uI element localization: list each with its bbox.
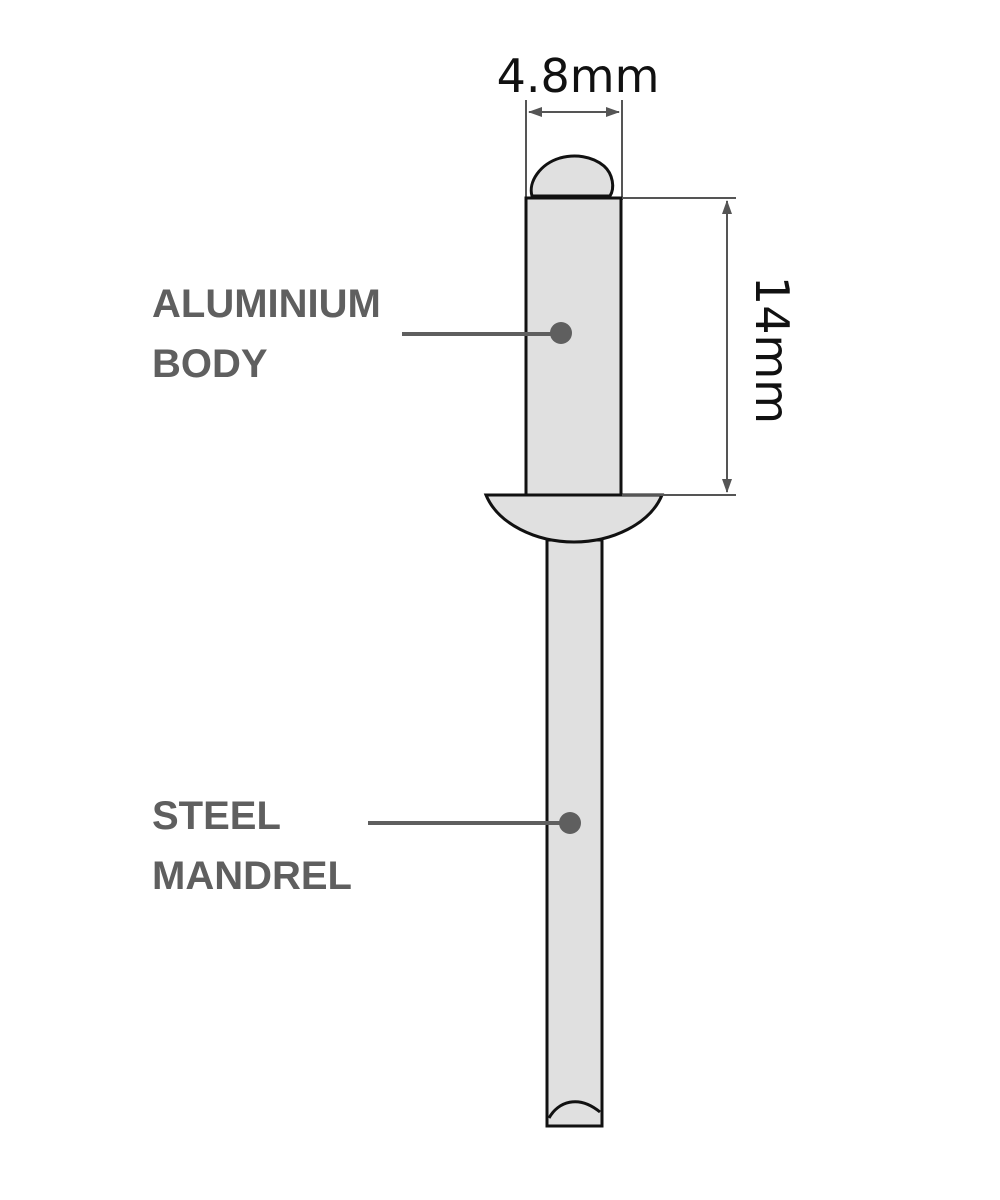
aluminium-body-callout: ALUMINIUM BODY [152, 282, 572, 386]
diameter-dimension: 4.8mm [497, 49, 660, 200]
steel-mandrel-callout: STEEL MANDREL [152, 794, 581, 898]
length-dimension: 14mm [622, 197, 799, 496]
rivet-flange [483, 493, 665, 544]
aluminium-body-leader-dot [550, 322, 572, 344]
mandrel-head [529, 154, 615, 198]
diameter-label: 4.8mm [497, 49, 660, 103]
steel-mandrel-leader-dot [559, 812, 581, 834]
steel-mandrel-label-line2: MANDREL [152, 854, 352, 898]
length-label: 14mm [745, 276, 799, 424]
aluminium-body [524, 196, 623, 497]
steel-mandrel-label-line1: STEEL [152, 794, 281, 838]
mandrel-tip [547, 1100, 601, 1119]
aluminium-body-label-line2: BODY [152, 342, 268, 386]
aluminium-body-label-line1: ALUMINIUM [152, 282, 381, 326]
